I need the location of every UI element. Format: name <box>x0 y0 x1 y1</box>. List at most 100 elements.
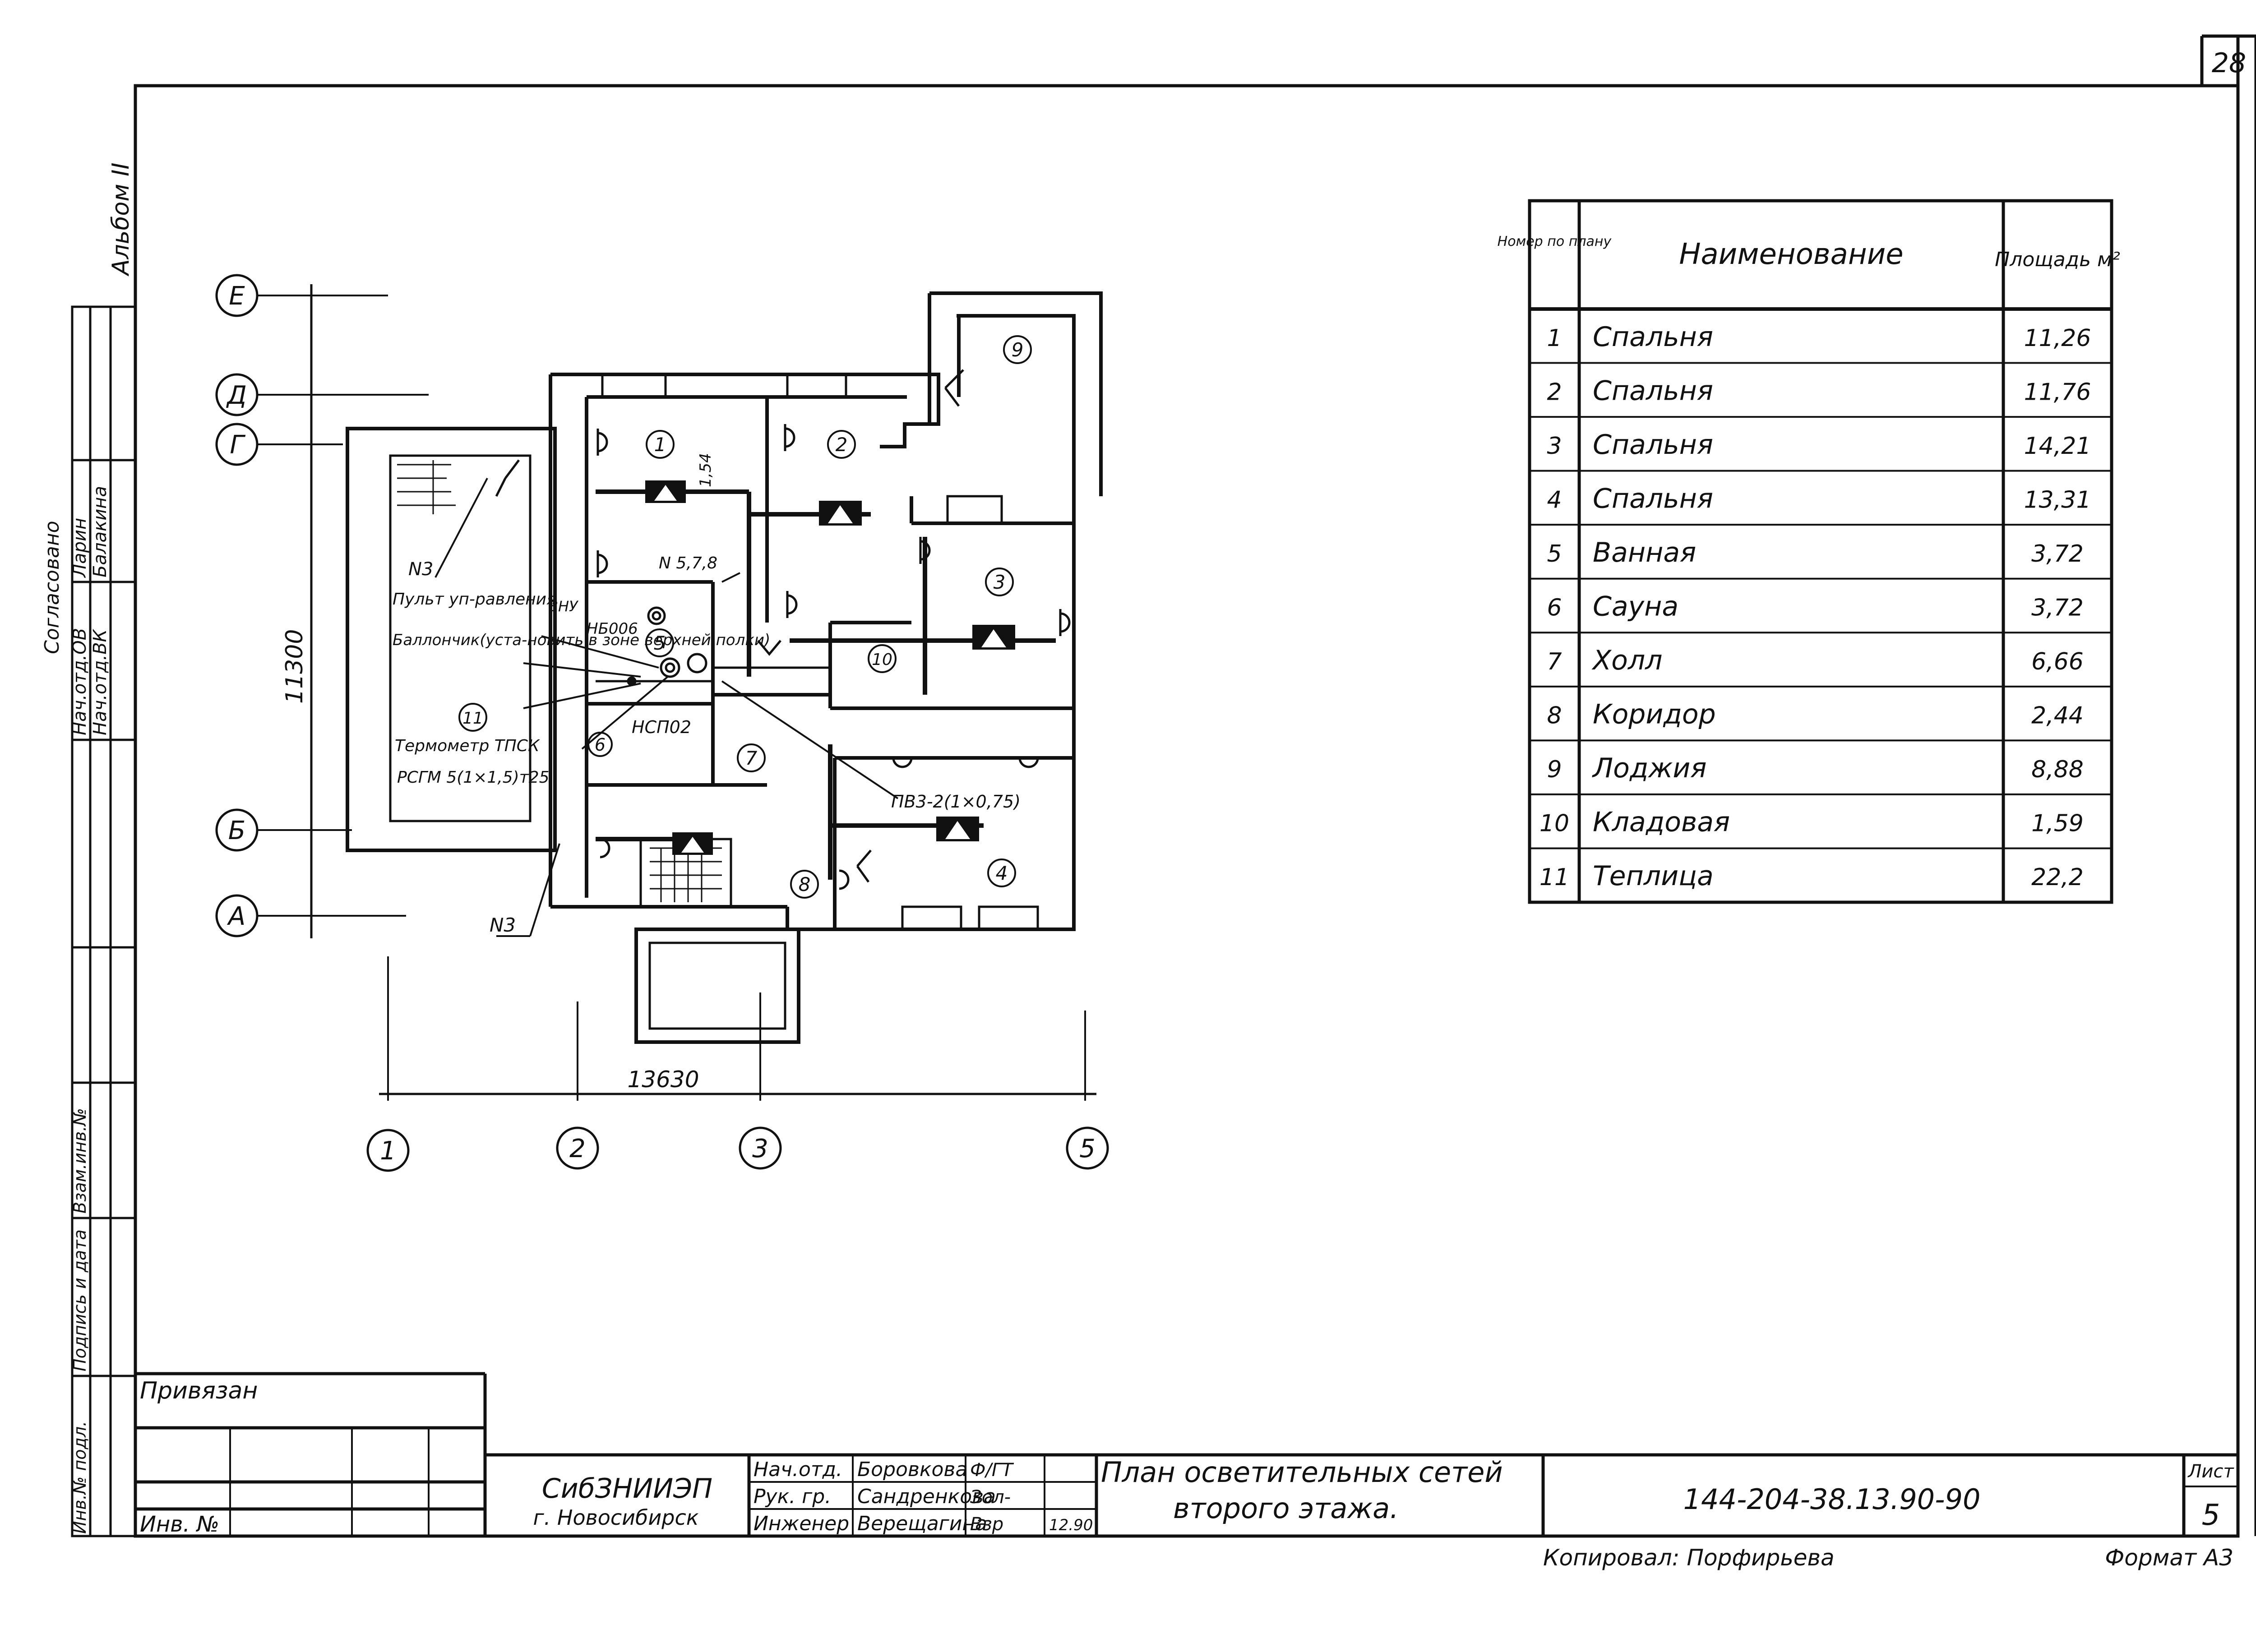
svg-text:2: 2 <box>836 434 848 456</box>
axis-bubble-2: 2 <box>556 1126 599 1170</box>
drawing-code: 144-204-38.13.90-90 <box>1683 1483 1981 1516</box>
approver-role-1: Нач.отд.ОВ <box>69 628 90 735</box>
table-cell-number: 4 <box>1547 486 1562 513</box>
signature-mark: Взр <box>970 1514 1003 1535</box>
table-cell-number: 10 <box>1539 810 1569 837</box>
table-header-name: Наименование <box>1679 238 1903 271</box>
table-cell-name: Ванная <box>1593 537 1696 568</box>
switch-symbols <box>495 369 964 883</box>
label-pult: Пульт уп-равления <box>393 590 556 609</box>
approver-name-2: Балакина <box>90 486 111 577</box>
axis-bubble-3: 3 <box>739 1126 782 1170</box>
svg-text:5: 5 <box>1079 1134 1096 1163</box>
room-marker-1: 1 <box>646 430 675 459</box>
label-n54: 1,54 <box>697 453 715 487</box>
table-header-area: Площадь м² <box>1995 248 2120 271</box>
sign-date-label: Подпись и дата <box>70 1229 90 1371</box>
svg-text:10: 10 <box>872 651 892 669</box>
table-cell-area: 8,88 <box>2031 756 2084 783</box>
table-cell-number: 3 <box>1547 433 1562 460</box>
label-vnu: ВНУ <box>548 598 579 615</box>
signature-name: Верещагина <box>857 1512 987 1535</box>
label-n3-top: N3 <box>408 559 433 580</box>
table-cell-name: Холл <box>1591 645 1663 676</box>
label-nbo: НБ006 <box>587 620 638 638</box>
table-cell-area: 14,21 <box>2024 433 2091 460</box>
table-cell-area: 13,31 <box>2024 486 2091 513</box>
axis-bubble-5: 5 <box>1066 1126 1109 1170</box>
room-marker-2: 2 <box>827 430 856 459</box>
svg-text:5: 5 <box>654 632 666 654</box>
signature-date: 12.90 <box>1049 1516 1093 1534</box>
svg-text:Г: Г <box>230 430 245 460</box>
signature-mark: Ф/ГТ <box>970 1460 1014 1481</box>
light-fixture <box>672 832 713 855</box>
approver-name-1: Ларин <box>69 518 90 578</box>
table-row: 3 Спальня 14,21 <box>1547 429 2091 461</box>
table-cell-name: Спальня <box>1593 375 1713 406</box>
table-cell-area: 22,2 <box>2031 864 2084 891</box>
axis-bubble-G: Г <box>215 423 259 466</box>
stair-hatching <box>397 460 722 902</box>
axis-bubble-D: Д <box>215 373 259 416</box>
svg-text:Д: Д <box>226 381 247 410</box>
signature-mark: Зол- <box>970 1487 1011 1508</box>
axis-bubble-E: Е <box>215 274 259 317</box>
table-row: 5 Ванная 3,72 <box>1547 537 2083 568</box>
sheet-number: 5 <box>2202 1499 2220 1532</box>
title-block <box>135 1372 2238 1536</box>
signature-role: Инженер <box>754 1512 849 1535</box>
table-cell-name: Спальня <box>1593 429 1713 461</box>
table-cell-name: Теплица <box>1593 860 1714 892</box>
table-header-number: Номер по плану <box>1498 234 1612 249</box>
axis-bubble-A: А <box>215 894 259 937</box>
org-city: г. Новосибирск <box>533 1505 698 1530</box>
left-margin <box>71 305 137 1537</box>
signature-role: Рук. гр. <box>754 1485 831 1508</box>
table-cell-area: 11,76 <box>2024 378 2091 406</box>
svg-text:3: 3 <box>994 571 1006 593</box>
svg-text:2: 2 <box>569 1134 586 1163</box>
light-fixture <box>819 501 862 526</box>
privyazan-label: Привязан <box>140 1377 258 1404</box>
inv-label: Инв. № <box>140 1512 219 1537</box>
leader-lines <box>435 478 899 937</box>
table-cell-area: 3,72 <box>2031 540 2084 568</box>
dimension-vertical: 11300 <box>281 629 308 704</box>
label-termometr: Термометр ТПСК <box>395 737 540 755</box>
svg-text:А: А <box>227 902 245 931</box>
svg-text:1: 1 <box>654 434 666 456</box>
room-marker-9: 9 <box>1003 335 1032 364</box>
table-cell-number: 5 <box>1547 540 1562 568</box>
paper-format: Формат А3 <box>2105 1545 2233 1571</box>
label-n3-bottom: N3 <box>490 914 516 936</box>
signature-name: Сандренкова <box>857 1485 996 1508</box>
room-marker-7: 7 <box>737 743 766 772</box>
table-cell-area: 2,44 <box>2031 702 2084 729</box>
table-cell-name: Кладовая <box>1593 807 1730 838</box>
table-cell-area: 6,66 <box>2031 648 2084 675</box>
album-label: Альбом II <box>107 162 134 277</box>
light-fixture <box>972 625 1015 650</box>
svg-text:4: 4 <box>996 862 1008 884</box>
svg-text:8: 8 <box>799 873 811 895</box>
wall-lamps <box>596 424 1071 890</box>
room-marker-4: 4 <box>987 858 1016 887</box>
table-cell-name: Спальня <box>1593 321 1713 353</box>
table-cell-number: 1 <box>1547 325 1562 352</box>
light-fixture <box>936 817 979 841</box>
room-marker-6: 6 <box>587 732 613 757</box>
room-marker-8: 8 <box>790 870 819 899</box>
label-cable1: РСГМ 5(1×1,5)т25 <box>397 768 550 787</box>
room-marker-3: 3 <box>985 568 1014 596</box>
svg-text:11: 11 <box>462 709 483 728</box>
table-cell-area: 3,72 <box>2031 595 2084 622</box>
